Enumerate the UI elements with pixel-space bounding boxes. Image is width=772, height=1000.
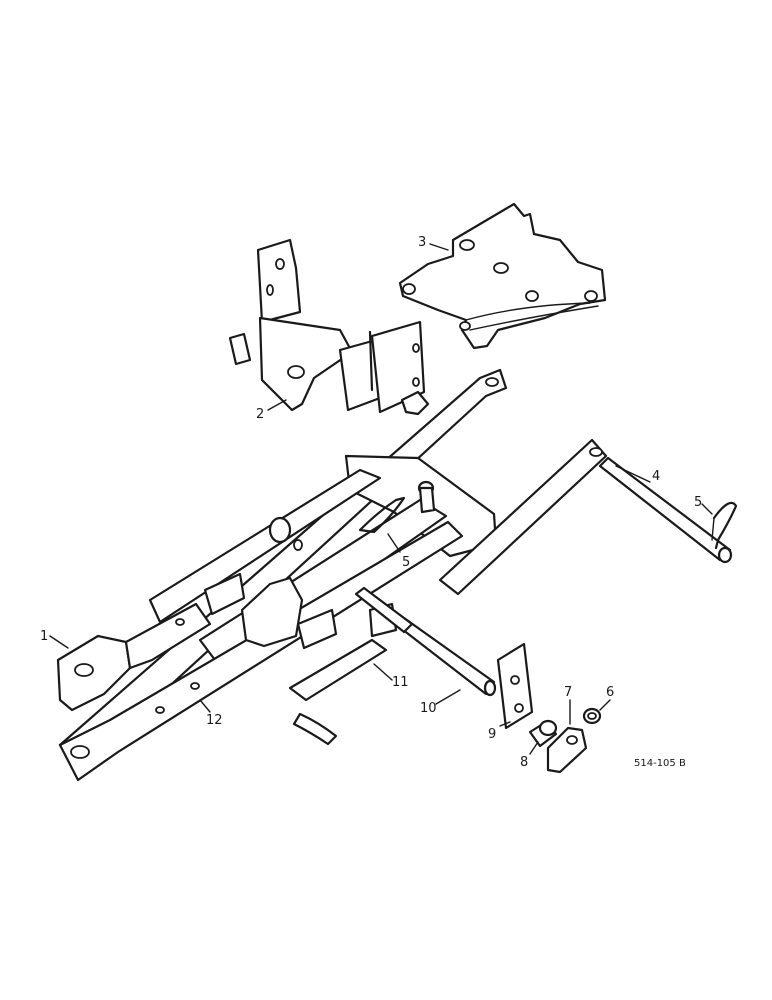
drawbar-frame-part-12: [58, 368, 508, 782]
callout-4: 4: [652, 469, 660, 484]
callout-2: 2: [256, 407, 264, 422]
callout-5-lower: 5: [402, 555, 410, 570]
callout-5-upper: 5: [694, 495, 702, 510]
callout-10: 10: [420, 701, 437, 716]
rod-part-4: [598, 456, 733, 564]
right-arm: [438, 438, 608, 596]
callout-11: 11: [392, 675, 409, 690]
callout-12: 12: [206, 713, 223, 728]
callout-1: 1: [40, 629, 48, 644]
leader-lines: [49, 243, 713, 755]
callout-7: 7: [564, 685, 572, 700]
hitch-clevis-part-1: [56, 602, 212, 712]
bracket-assembly-part-2: [228, 238, 430, 416]
callout-3: 3: [418, 235, 426, 250]
callout-9: 9: [488, 727, 496, 742]
mounting-plate-part-3: [398, 202, 607, 350]
hair-pin-part-5-lower: [358, 480, 436, 534]
callout-6: 6: [606, 685, 614, 700]
reference-code: 514-105 B: [634, 758, 686, 769]
hair-pin-part-5-upper: [711, 501, 738, 550]
callouts: 1 2 3 4 5 5 6 7 8 9 10 11 12: [40, 235, 702, 770]
callout-8: 8: [520, 755, 528, 770]
bushing-part-8: [528, 719, 558, 748]
pivot-rod-part-10: [354, 586, 497, 697]
washer-part-7: [546, 726, 588, 774]
lever-part-11: [288, 638, 388, 746]
clip-part-6: [582, 707, 602, 725]
plate-part-9: [496, 642, 534, 730]
